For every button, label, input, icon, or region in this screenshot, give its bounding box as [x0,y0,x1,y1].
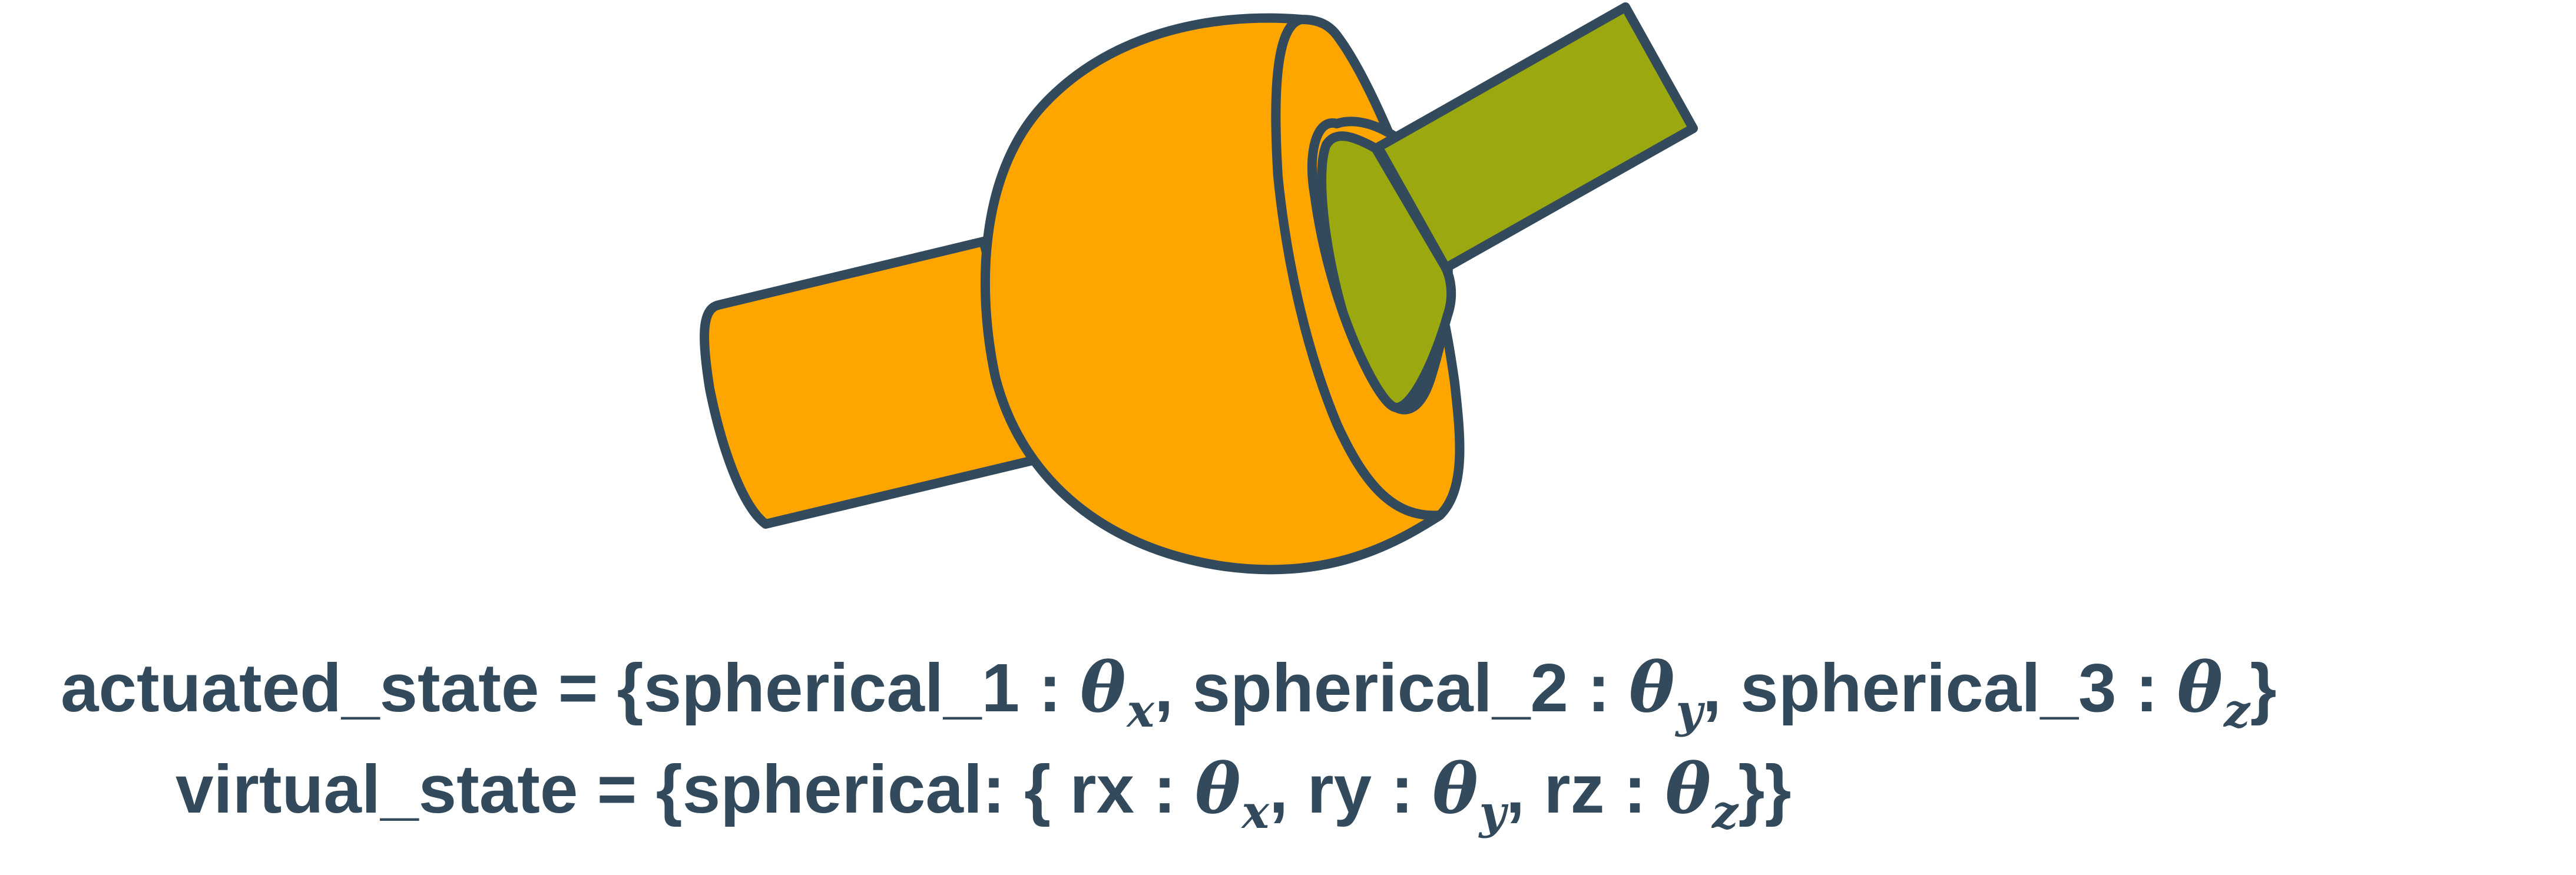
actuated-key-spherical-1: spherical_1 : [643,649,1081,726]
theta-subscript-z: z [2224,684,2250,738]
virtual-separator-1: , ry : [1269,751,1433,827]
virtual-separator-2: , rz : [1505,751,1666,827]
actuated-separator-1: , spherical_2 : [1154,649,1630,726]
theta-subscript-y: y [1676,684,1703,738]
input-shaft [700,237,1047,529]
theta-subscript-x: x [1127,684,1155,738]
actuated-state-lhs: actuated_state = { [61,649,644,726]
actuated-state-formula: actuated_state = {spherical_1 : θx, sphe… [61,654,2277,734]
theta-subscript-z: z [1711,785,1739,839]
theta-subscript-y: y [1479,785,1506,839]
theta-symbol: θ [1629,648,1675,728]
output-shaft-face [1317,131,1456,412]
theta-symbol: θ [2177,648,2223,728]
shaft-edge-line [1373,142,1451,273]
theta-symbol: θ [1195,749,1241,829]
theta-symbol: θ [1080,648,1126,728]
socket-rim [1271,15,1445,521]
theta-symbol: θ [1665,749,1711,829]
theta-subscript-x: x [1241,785,1269,839]
theta-symbol: θ [1432,749,1478,829]
virtual-state-lhs: virtual_state = {spherical: { rx : [176,751,1196,827]
virtual-state-formula: virtual_state = {spherical: { rx : θx, r… [176,755,1792,836]
actuated-separator-2: , spherical_3 : [1702,649,2177,726]
actuated-close-brace: } [2250,649,2277,726]
virtual-close-braces: }} [1738,751,1792,827]
